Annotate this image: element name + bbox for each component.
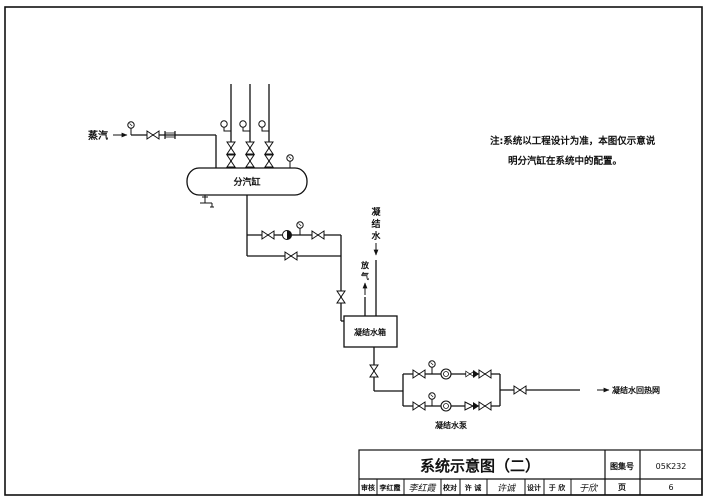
svg-text:水: 水 [371, 230, 381, 242]
condensate-inlet: 凝 结 水 [371, 206, 381, 316]
pressure-gauge-icon [296, 221, 304, 236]
pump-branch-1 [403, 360, 500, 380]
pressure-gauge-icon [127, 121, 135, 136]
title-block: 系统示意图（二） 图集号 05K232 页 6 审核 李红霞 李红霞 校对 许 … [358, 449, 703, 496]
vent: 放 气 [360, 260, 370, 316]
pressure-gauge-icon [258, 120, 266, 128]
designer-name: 于 欣 [549, 483, 566, 492]
branch-outlets [220, 84, 274, 168]
pump-branch-2 [403, 392, 500, 412]
atlas-label: 图集号 [610, 461, 634, 471]
valve-icon [412, 401, 426, 411]
note-line-2: 明分汽缸在系统中的配置。 [508, 155, 622, 167]
valve-icon [478, 369, 492, 379]
valve-icon [336, 290, 346, 304]
checker-name: 许 诚 [465, 483, 481, 492]
branch-outlet-2 [239, 84, 255, 168]
header-label: 分汽缸 [233, 176, 260, 188]
valve-icon [261, 230, 275, 240]
valve-icon [478, 401, 492, 411]
reviewer-role: 审核 [361, 483, 375, 492]
tank-outlet [369, 347, 404, 406]
tank-label: 凝结水箱 [354, 327, 386, 337]
checker-signature: 许诚 [497, 483, 517, 494]
svg-text:气: 气 [360, 271, 369, 281]
designer-signature: 于欣 [579, 483, 599, 494]
steam-trap-icon [282, 230, 292, 240]
reviewer-signature: 李红霞 [408, 483, 436, 494]
valve-icon [513, 385, 527, 395]
branch-outlet-3 [258, 84, 274, 168]
drawing-title: 系统示意图（二） [420, 457, 540, 475]
header-outlet-line [246, 195, 346, 322]
return-label: 凝结水回热网 [612, 385, 660, 395]
drawing-frame [4, 6, 703, 496]
pump-icon [440, 400, 452, 412]
reviewer-name: 李红霞 [379, 483, 402, 492]
note: 注:系统以工程设计为准，本图仅示意说 明分汽缸在系统中的配置。 [490, 135, 656, 167]
check-valve-icon [473, 402, 479, 410]
pressure-gauge-icon [239, 120, 247, 128]
svg-text:放: 放 [360, 260, 370, 270]
designer-role: 设计 [527, 483, 541, 492]
branch-outlet-1 [220, 84, 236, 168]
return-line: 凝结水回热网 [499, 374, 660, 406]
check-valve-icon [465, 370, 475, 378]
pressure-gauge-icon [428, 392, 436, 407]
valve-icon [369, 364, 379, 378]
pressure-gauge-icon [428, 360, 436, 375]
svg-text:结: 结 [371, 218, 380, 230]
pumps-label: 凝结水泵 [435, 420, 467, 430]
page-label: 页 [618, 483, 626, 492]
valve-icon [311, 230, 325, 240]
header-gauge-icon [286, 154, 294, 169]
bypass-valve-icon [284, 251, 298, 261]
flange-icon [164, 131, 176, 139]
drain-icon [200, 195, 214, 208]
note-line-1: 注:系统以工程设计为准，本图仅示意说 [490, 135, 656, 147]
svg-text:凝: 凝 [371, 206, 381, 218]
condensate-tank: 凝结水箱 [343, 315, 398, 348]
steam-label: 蒸汽 [88, 129, 108, 142]
checker-role: 校对 [443, 483, 457, 492]
pump-icon [440, 368, 452, 380]
valve-icon [412, 369, 426, 379]
steam-inlet: 蒸汽 [88, 121, 217, 168]
pressure-gauge-icon [220, 120, 228, 128]
valve-icon [146, 130, 160, 140]
atlas-number: 05K232 [656, 462, 687, 471]
page-number: 6 [668, 483, 673, 492]
check-valve-icon [473, 370, 479, 378]
